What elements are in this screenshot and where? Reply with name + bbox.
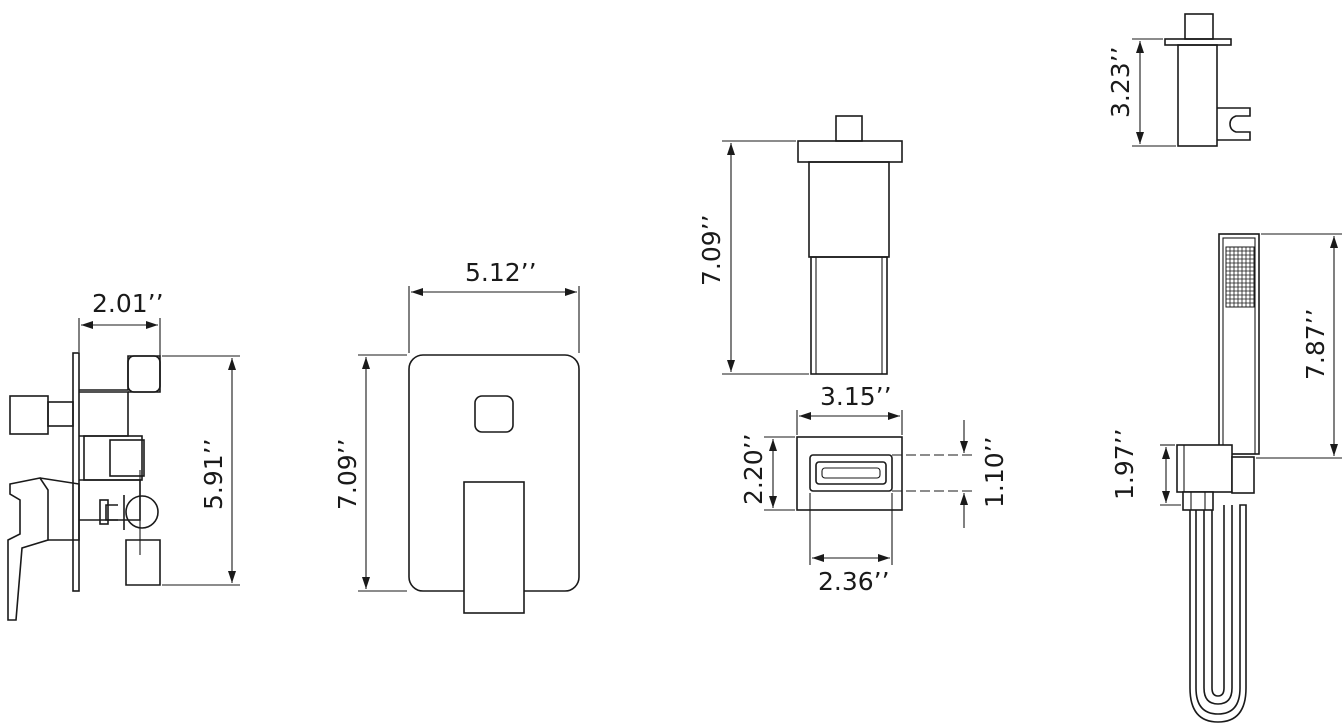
diverter-width-label: 2.01’’: [92, 289, 164, 318]
diverter-height-label: 5.91’’: [199, 438, 228, 510]
trim-height-label: 7.09’’: [333, 438, 362, 510]
spout-height-outer-label: 2.20’’: [739, 433, 768, 505]
trim-plate-front-view: 5.12’’ 7.09’’: [333, 258, 580, 614]
diverter-valve-side-view: 2.01’’ 5.91’’: [7, 289, 240, 621]
hand-shower-assembly: 7.87’’ 1.97’’: [1110, 233, 1342, 723]
spray-face-grid: [1225, 246, 1255, 308]
handshower-length-label: 7.87’’: [1301, 308, 1330, 380]
wall-elbow-side-view: 3.23’’: [1106, 13, 1251, 147]
tub-spout-side-view: 7.09’’: [697, 115, 903, 375]
spout-height-inner-label: 1.10’’: [980, 436, 1009, 508]
trim-width-label: 5.12’’: [465, 258, 537, 287]
elbow-height-label: 3.23’’: [1106, 46, 1135, 118]
bracket-height-label: 1.97’’: [1110, 428, 1139, 500]
spout-width-outer-label: 3.15’’: [820, 382, 892, 411]
spout-width-inner-label: 2.36’’: [818, 567, 890, 596]
tub-spout-front-view: 3.15’’ 2.20’’ 1.10’’ 2.36’’: [739, 382, 1009, 596]
spout-length-label: 7.09’’: [697, 214, 726, 286]
